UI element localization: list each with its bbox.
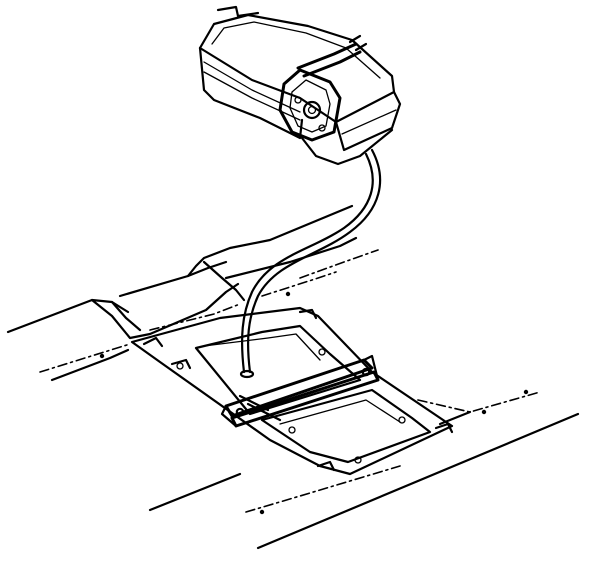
frame-tab-left-lower [170, 358, 192, 370]
frame-bolt-2 [318, 348, 326, 356]
sender-tube-b [302, 50, 362, 78]
strap-end-left [220, 404, 238, 428]
strap-end-right [362, 354, 380, 382]
rivet-5 [259, 509, 265, 515]
floor-seam-right [417, 391, 541, 413]
floor-left-lower-edge [50, 348, 130, 382]
rivet-1 [99, 353, 105, 359]
sender-tube-a [296, 42, 358, 70]
rivet-3 [481, 409, 487, 415]
frame-tab-top [298, 308, 318, 320]
tunnel-left-ridge [90, 282, 240, 340]
frame-outer [130, 306, 454, 476]
tank-seam-lower [203, 71, 301, 121]
strap-bar-rear [224, 358, 374, 418]
floor-seam-mid [261, 271, 337, 297]
fuel-tank [198, 5, 402, 166]
frame-bolt-3 [288, 426, 296, 434]
rivet-2 [285, 291, 291, 297]
sender-unit-plate [289, 79, 331, 133]
floor-front-left-edge [148, 472, 242, 512]
fuel-line [239, 148, 382, 379]
frame-bolt-1 [176, 362, 184, 370]
frame-tab-bottom [316, 460, 336, 472]
tank-bottom-edge [300, 128, 394, 166]
frame-recess-rear [194, 324, 362, 416]
frame-bolt-5 [354, 456, 362, 464]
sender-outlet [302, 100, 322, 120]
tank-right-face [334, 90, 402, 152]
tank-right-seam [341, 109, 397, 135]
tunnel-top-rear [118, 260, 228, 298]
frame-tab-right [434, 422, 454, 434]
fuel-line-hose-inner [240, 152, 374, 374]
frame-recess-front [260, 388, 432, 464]
tank-seam-upper [203, 61, 301, 113]
tunnel-left-fold [110, 300, 142, 332]
sender-screw-a [294, 96, 302, 104]
frame-bolt-4 [398, 416, 406, 424]
frame-recess-front-inner [279, 399, 401, 425]
floor-front-edge [256, 412, 580, 550]
mounting-strap [220, 354, 380, 428]
frame-tab-left [142, 336, 164, 348]
rivet-4 [523, 389, 529, 395]
tunnel-top-forward [186, 204, 354, 278]
floor-seam-upper [299, 249, 379, 279]
tunnel-upper-right-edge [224, 236, 358, 280]
floor-seam-left [39, 343, 131, 373]
floor-left-upper-edge [6, 298, 130, 334]
sender-screw-b [318, 124, 326, 132]
floor-panel [6, 204, 580, 550]
strap-bolt-left [235, 407, 245, 417]
tank-mounting-frame [130, 306, 454, 476]
tank-top-contour [211, 21, 381, 79]
sender-tube-ends [348, 34, 368, 52]
floor-seam-tunnel [149, 303, 241, 331]
tunnel-step-fold [202, 260, 246, 302]
fuel-line-fitting [239, 369, 255, 379]
floor-seam-front [245, 465, 401, 513]
frame-recess-rear-inner [203, 333, 321, 361]
sender-outlet-bore [307, 105, 317, 115]
strap-bolt-right [361, 367, 371, 377]
